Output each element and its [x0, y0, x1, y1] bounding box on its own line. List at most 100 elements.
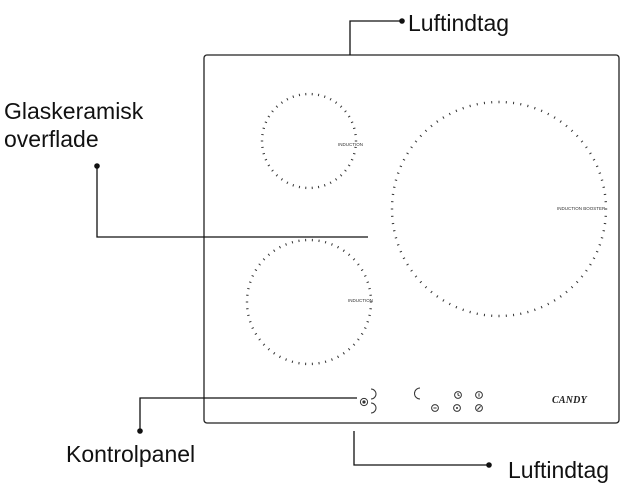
leader-control-panel	[139, 397, 357, 431]
ring-dot	[469, 310, 471, 314]
ring-dot	[402, 257, 406, 260]
ring-dot	[553, 299, 556, 302]
ring-dot	[267, 115, 271, 118]
ring-dot	[565, 290, 568, 294]
leader-dot-control-panel	[137, 428, 143, 434]
control-panel	[359, 387, 483, 414]
ring-dot	[247, 314, 250, 317]
ring-dot	[329, 97, 332, 101]
ring-dot	[442, 299, 445, 302]
ring-dot	[342, 352, 345, 355]
ring-dot	[291, 360, 294, 364]
label-control-panel: Kontrolpanel	[66, 441, 196, 467]
ring-dot	[347, 115, 351, 118]
ring-dot	[337, 355, 340, 359]
ring-dot	[406, 152, 409, 155]
ring-dot	[352, 152, 356, 155]
ring-dot	[264, 158, 268, 161]
ring-dot	[352, 343, 356, 346]
ring-dot	[469, 104, 471, 108]
leader-glass-surface	[96, 166, 368, 238]
cooking-zone-small	[260, 92, 358, 190]
ring-dot	[414, 140, 418, 143]
ring-dot	[331, 358, 333, 361]
ring-dot	[600, 179, 604, 181]
ring-dot	[267, 253, 271, 256]
info-icon	[475, 391, 483, 399]
ring-dot	[559, 120, 562, 123]
ring-dot	[258, 263, 261, 266]
ring-dot	[267, 164, 271, 167]
ring-dot	[291, 240, 294, 244]
ring-dot	[570, 129, 574, 133]
ring-dot	[394, 237, 398, 239]
plus-icon	[453, 404, 461, 412]
ring-dot	[399, 250, 403, 253]
leader-dot-air-intake-bottom	[486, 462, 492, 468]
ring-dot	[592, 158, 596, 161]
ring-dot	[258, 338, 261, 341]
ring-dot	[331, 243, 333, 246]
ring-dot	[406, 263, 409, 266]
ring-dot	[575, 280, 579, 284]
ring-dot	[344, 169, 347, 172]
ring-dot	[396, 243, 400, 246]
ring-dot	[254, 332, 258, 336]
ring-dot	[286, 97, 289, 101]
ring-dot	[448, 302, 451, 306]
ring-dot	[335, 101, 338, 104]
ring-dot	[414, 275, 418, 278]
ring-dot	[448, 112, 451, 116]
ring-dot	[275, 174, 279, 177]
cooking-zone-medium	[245, 238, 373, 366]
ring-dot	[292, 95, 295, 99]
ring-dot	[292, 183, 295, 187]
zone-label-bottom-left: INDUCTION	[348, 298, 373, 303]
ring-dot	[600, 237, 604, 239]
leader-dot-air-intake-top	[399, 18, 405, 24]
brand-logo: CANDY	[552, 395, 587, 406]
ring-dot	[347, 253, 351, 256]
ring-dot	[251, 327, 255, 329]
ring-dot	[410, 269, 413, 272]
ring-dot	[352, 258, 356, 261]
ring-dot	[598, 243, 602, 246]
ring-dot	[262, 127, 266, 130]
ring-dot	[324, 240, 327, 244]
ring-dot	[254, 268, 258, 272]
ring-dot	[436, 120, 439, 123]
ring-dot	[347, 348, 351, 351]
ring-dot	[262, 258, 266, 261]
ring-dot	[329, 181, 332, 185]
ring-dot	[399, 165, 403, 168]
ring-dot	[366, 281, 370, 284]
ring-dot	[323, 183, 326, 187]
ring-dot	[339, 105, 343, 108]
ring-dot	[527, 310, 529, 314]
ring-dot	[396, 172, 400, 175]
ring-dot	[264, 121, 268, 124]
timer-icon	[454, 391, 462, 399]
ring-dot	[419, 134, 423, 138]
cooktop-panel	[203, 54, 620, 424]
ring-dot	[360, 268, 364, 272]
ring-dot	[347, 164, 351, 167]
ring-dot	[286, 181, 289, 185]
leader-dot-glass-surface	[94, 163, 100, 169]
ring-dot	[575, 134, 579, 138]
ring-dot	[323, 95, 326, 99]
ring-dot	[598, 172, 602, 175]
ring-dot	[363, 275, 367, 277]
ring-dot	[271, 169, 274, 172]
ring-dot	[262, 152, 266, 155]
ring-dot	[430, 124, 433, 128]
zone-label-top-left: INDUCTION	[338, 142, 363, 147]
ring-dot	[553, 116, 556, 119]
ring-dot	[442, 116, 445, 119]
label-glass-surface-line2: overflade	[4, 126, 99, 152]
ring-dot	[267, 348, 271, 351]
ring-dot	[350, 121, 354, 124]
ring-dot	[357, 263, 360, 266]
zone-select-upper-icon	[370, 388, 377, 400]
